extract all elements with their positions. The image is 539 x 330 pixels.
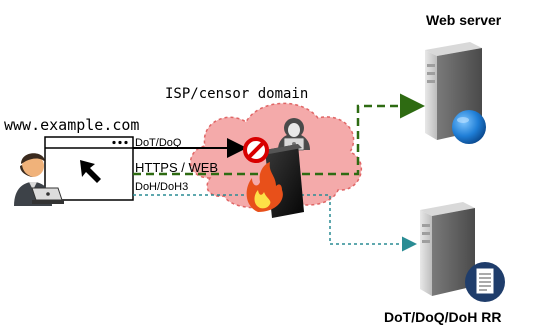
resolver-server-icon — [420, 202, 475, 296]
doh-label: DoH/DoH3 — [135, 181, 189, 193]
cursor-arrow-icon — [80, 160, 101, 183]
fire-icon — [246, 162, 283, 212]
user-laptop-icon — [14, 153, 64, 206]
url-label: www.example.com — [4, 116, 140, 134]
dot-doq-label: DoT/DoQ — [135, 137, 182, 149]
isp-domain-label: ISP/censor domain — [165, 86, 309, 102]
document-icon — [465, 262, 505, 302]
resolver-label: DoT/DoQ/DoH RR — [384, 309, 502, 325]
block-icon — [243, 137, 269, 163]
globe-icon — [452, 110, 486, 144]
doh-path — [133, 194, 417, 252]
web-server-label: Web server — [426, 12, 502, 28]
https-web-label: HTTPS / WEB — [135, 160, 219, 175]
